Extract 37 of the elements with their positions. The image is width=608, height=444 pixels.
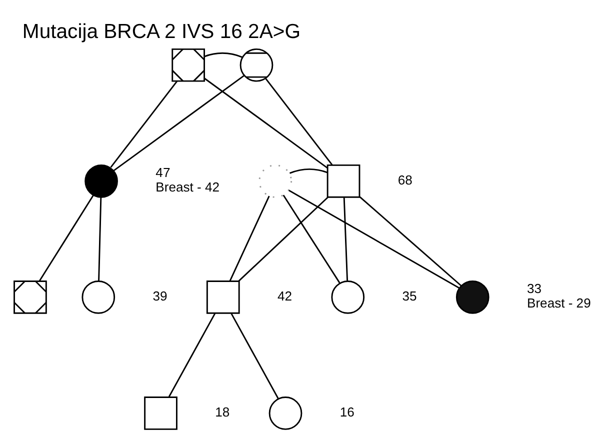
- node-label: Breast - 29: [527, 295, 591, 310]
- connector: [113, 74, 245, 171]
- connector: [288, 189, 460, 288]
- node-circle: [456, 280, 490, 314]
- connector: [110, 80, 178, 168]
- node-label: 39: [152, 288, 168, 303]
- node-circle: [240, 48, 274, 82]
- node-circle: [258, 164, 292, 198]
- node-label: Breast - 42: [156, 179, 220, 194]
- connector: [204, 77, 328, 168]
- node-label: 35: [402, 288, 417, 303]
- connector: [168, 312, 216, 396]
- node-circle: [268, 396, 302, 430]
- node-label: 18: [215, 404, 230, 419]
- connector: [98, 196, 102, 280]
- connector: [229, 195, 270, 281]
- diagram-title: Mutacija BRCA 2 IVS 16 2A>G: [22, 20, 301, 42]
- node-label: 42: [278, 288, 292, 303]
- node-label: 68: [398, 172, 412, 187]
- connector: [204, 52, 242, 58]
- connector: [230, 312, 279, 399]
- connector: [282, 194, 340, 283]
- connector: [38, 194, 94, 281]
- node-label: 16: [340, 404, 354, 419]
- node-circle: [84, 164, 118, 198]
- connector: [238, 196, 328, 281]
- node-circle: [82, 280, 116, 314]
- connector: [289, 168, 328, 174]
- connector: [265, 78, 333, 165]
- node-box: [144, 396, 178, 430]
- node-circle: [331, 280, 365, 314]
- node-label: 47: [156, 164, 170, 180]
- node-box: [326, 164, 360, 198]
- connector: [343, 196, 348, 280]
- node-label: 33: [527, 280, 542, 296]
- connector: [359, 196, 462, 286]
- node-box: [206, 280, 240, 314]
